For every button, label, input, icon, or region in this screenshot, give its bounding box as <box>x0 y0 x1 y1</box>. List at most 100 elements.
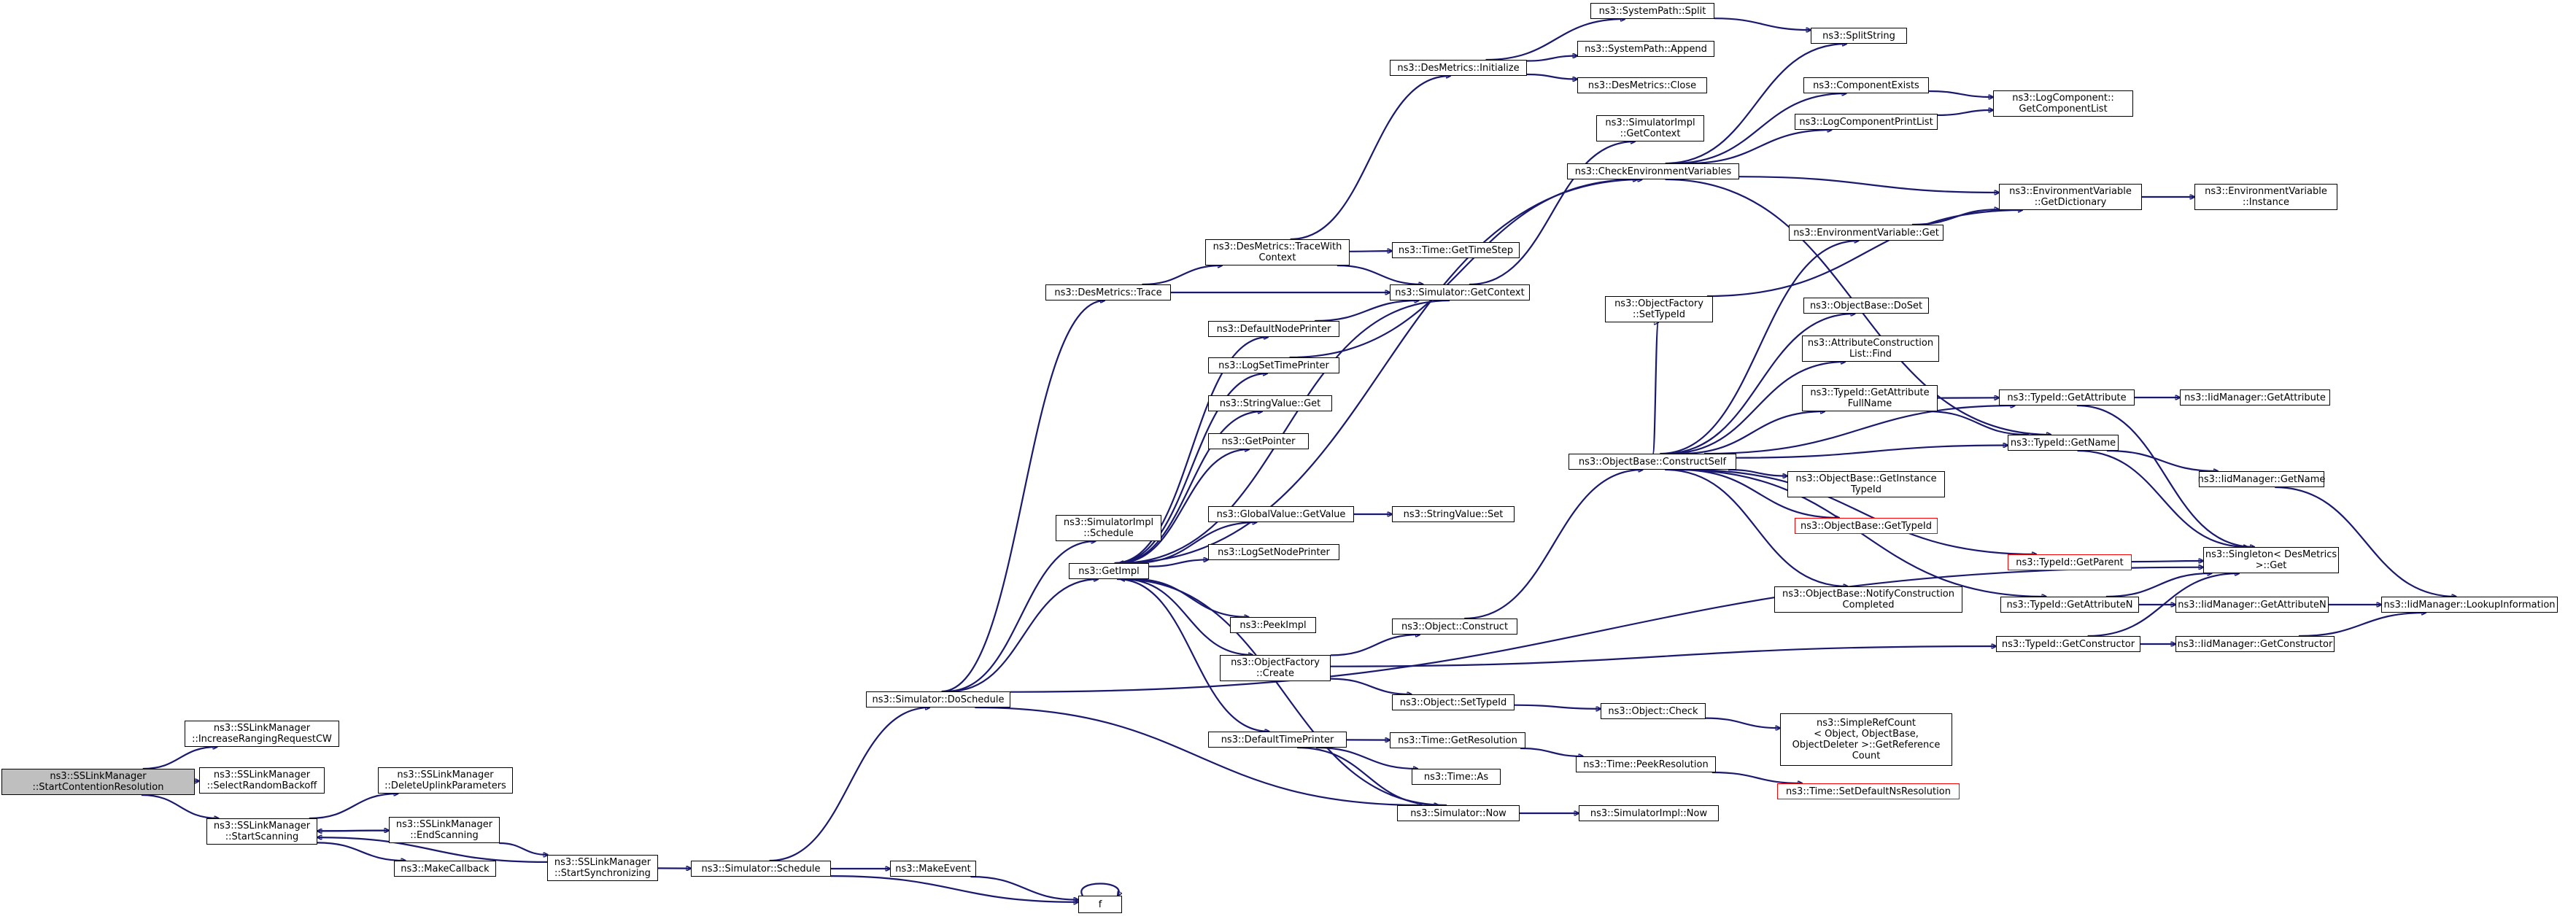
graph-node-dmtrace[interactable]: ns3::DesMetrics::Trace <box>1045 284 1171 300</box>
graph-node-compexists[interactable]: ns3::ComponentExists <box>1803 77 1929 93</box>
graph-node-ofsettid[interactable]: ns3::ObjectFactory ::SetTypeId <box>1605 296 1713 322</box>
graph-node-simimplsched[interactable]: ns3::SimulatorImpl ::Schedule <box>1056 515 1161 541</box>
graph-node-getptr[interactable]: ns3::GetPointer <box>1208 433 1309 449</box>
graph-node-objsettid[interactable]: ns3::Object::SetTypeId <box>1392 694 1515 710</box>
graph-node-objconstruct[interactable]: ns3::Object::Construct <box>1392 619 1517 635</box>
graph-node-gvgetval[interactable]: ns3::GlobalValue::GetValue <box>1208 506 1354 522</box>
graph-node-logcomppl[interactable]: ns3::LogComponentPrintList <box>1795 114 1938 130</box>
graph-node-tidgetattr[interactable]: ns3::TypeId::GetAttribute <box>1999 389 2135 406</box>
graph-node-dminit[interactable]: ns3::DesMetrics::Initialize <box>1390 60 1527 76</box>
edge-ofcreate-to-tidgetctor <box>1330 646 1996 667</box>
graph-node-timepeekres[interactable]: ns3::Time::PeekResolution <box>1576 756 1716 772</box>
graph-node-envgetdict[interactable]: ns3::EnvironmentVariable ::GetDictionary <box>1999 184 2142 210</box>
graph-node-peekimpl[interactable]: ns3::PeekImpl <box>1230 617 1316 633</box>
graph-node-iidgetattr[interactable]: ns3::IidManager::GetAttribute <box>2180 389 2330 406</box>
graph-node-iidlookup[interactable]: ns3::IidManager::LookupInformation <box>2381 597 2558 613</box>
graph-node-checkenv[interactable]: ns3::CheckEnvironmentVariables <box>1567 163 1739 179</box>
graph-node-mkev[interactable]: ns3::MakeEvent <box>890 861 976 877</box>
edge-getimpl-to-strvalget <box>1116 411 1263 565</box>
graph-node-ofcreate[interactable]: ns3::ObjectFactory ::Create <box>1220 655 1331 681</box>
graph-node-obgetinst[interactable]: ns3::ObjectBase::GetInstance TypeId <box>1787 471 1945 497</box>
graph-node-dosched[interactable]: ns3::Simulator::DoSchedule <box>866 691 1010 707</box>
edge-checkenv-to-logcomppl <box>1687 130 1832 165</box>
graph-node-tidgetparent[interactable]: ns3::TypeId::GetParent <box>2008 554 2132 570</box>
graph-node-sync[interactable]: ns3::SSLinkManager ::StartSynchronizing <box>547 855 658 881</box>
graph-node-sel[interactable]: ns3::SSLinkManager ::SelectRandomBackoff <box>199 767 325 794</box>
graph-node-start[interactable]: ns3::SSLinkManager ::StartScanning <box>206 818 317 845</box>
graph-node-timeas[interactable]: ns3::Time::As <box>1412 769 1501 785</box>
graph-node-del[interactable]: ns3::SSLinkManager ::DeleteUplinkParamet… <box>378 767 513 794</box>
graph-node-objcheck[interactable]: ns3::Object::Check <box>1601 703 1706 719</box>
edge-defnodepr-to-simgetctx <box>1315 300 1419 322</box>
graph-node-mkcb[interactable]: ns3::MakeCallback <box>394 861 496 877</box>
graph-node-deftimepr[interactable]: ns3::DefaultTimePrinter <box>1208 732 1347 748</box>
graph-node-logcompgcl[interactable]: ns3::LogComponent:: GetComponentList <box>1993 90 2133 117</box>
graph-node-envinst[interactable]: ns3::EnvironmentVariable ::Instance <box>2194 184 2337 210</box>
graph-node-iidgetctor[interactable]: ns3::IidManager::GetConstructor <box>2175 636 2335 652</box>
edge-getimpl-to-getptr <box>1118 449 1250 565</box>
edge-root-to-inc <box>142 747 217 770</box>
graph-node-simnow[interactable]: ns3::Simulator::Now <box>1397 805 1520 821</box>
graph-node-sched[interactable]: ns3::Simulator::Schedule <box>691 861 831 877</box>
edge-obconstruct-to-tidgetparent <box>1685 468 2037 554</box>
edge-getimpl-to-ofcreate <box>1122 578 1253 655</box>
graph-node-inc[interactable]: ns3::SSLinkManager ::IncreaseRangingRequ… <box>185 721 339 747</box>
edge-sched-to-f <box>830 875 1078 902</box>
graph-node-tidgetan[interactable]: ns3::TypeId::GetAttributeN <box>2000 597 2139 613</box>
edge-tidgetctor-to-singleton <box>2087 573 2240 637</box>
graph-node-ppappend[interactable]: ns3::SystemPath::Append <box>1577 41 1714 57</box>
graph-node-acfind[interactable]: ns3::AttributeConstruction List::Find <box>1802 336 1939 362</box>
graph-node-simimplctx[interactable]: ns3::SimulatorImpl ::GetContext <box>1596 115 1704 141</box>
edge-root-to-start <box>141 794 219 818</box>
edge-tidgetattr-to-singleton <box>2076 404 2255 547</box>
edge-obconstruct-to-obdoset <box>1663 314 1855 455</box>
edge-tidgetname-to-iidgetname <box>2106 449 2218 471</box>
edge-dosched-to-dmtrace <box>941 300 1105 693</box>
edge-dosched-to-getimpl <box>948 579 1099 693</box>
edge-getimpl-to-deftimepr <box>1116 578 1269 732</box>
graph-node-obconstruct[interactable]: ns3::ObjectBase::ConstructSelf <box>1569 454 1736 470</box>
graph-node-timestep[interactable]: ns3::Time::GetTimeStep <box>1392 242 1520 258</box>
graph-node-f[interactable]: f <box>1078 896 1122 913</box>
edge-getimpl-to-peekimpl <box>1133 578 1248 617</box>
graph-node-envget[interactable]: ns3::EnvironmentVariable::Get <box>1789 225 1943 241</box>
edge-simnow-to-getimpl <box>1121 579 1447 807</box>
graph-node-strvalset[interactable]: ns3::StringValue::Set <box>1392 506 1515 522</box>
graph-node-simgetctx[interactable]: ns3::Simulator::GetContext <box>1390 284 1530 300</box>
graph-node-simimplnow[interactable]: ns3::SimulatorImpl::Now <box>1579 805 1719 821</box>
graph-node-obnotify[interactable]: ns3::ObjectBase::NotifyConstruction Comp… <box>1774 586 1962 613</box>
graph-node-srcgetref[interactable]: ns3::SimpleRefCount < Object, ObjectBase… <box>1780 713 1952 766</box>
graph-node-tidgetctor[interactable]: ns3::TypeId::GetConstructor <box>1996 636 2140 652</box>
graph-node-tidgafn[interactable]: ns3::TypeId::GetAttribute FullName <box>1802 385 1938 411</box>
edge-getimpl-to-checkenv <box>1119 179 1642 565</box>
edge-obconstruct-to-tidgetname <box>1736 446 2008 459</box>
graph-node-obgettid[interactable]: ns3::ObjectBase::GetTypeId <box>1795 518 1938 534</box>
graph-node-logsettime[interactable]: ns3::LogSetTimePrinter <box>1208 357 1339 373</box>
graph-node-iidgetname[interactable]: ns3::IidManager::GetName <box>2198 471 2325 487</box>
graph-node-strvalget[interactable]: ns3::StringValue::Get <box>1208 395 1332 411</box>
edge-tidgafn-to-tidgetname <box>1927 410 2028 435</box>
graph-node-singleton[interactable]: ns3::Singleton< DesMetrics >::Get <box>2203 547 2339 573</box>
graph-node-getimpl[interactable]: ns3::GetImpl <box>1069 563 1149 579</box>
edge-checkenv-to-compexists <box>1673 93 1846 165</box>
graph-node-defnodepr[interactable]: ns3::DefaultNodePrinter <box>1208 321 1339 337</box>
graph-node-timegetres[interactable]: ns3::Time::GetResolution <box>1390 732 1525 748</box>
graph-node-root[interactable]: ns3::SSLinkManager ::StartContentionReso… <box>1 769 195 795</box>
edge-logcomppl-to-logcompgcl <box>1937 110 1993 116</box>
graph-node-sppsplit[interactable]: ns3::SystemPath::Split <box>1590 3 1714 19</box>
graph-node-logsetnode[interactable]: ns3::LogSetNodePrinter <box>1208 544 1339 560</box>
graph-node-dmtracectx[interactable]: ns3::DesMetrics::TraceWith Context <box>1205 239 1350 265</box>
edge-simgetctx-to-simimplctx <box>1469 141 1635 286</box>
graph-node-dmclose[interactable]: ns3::DesMetrics::Close <box>1577 77 1707 93</box>
edge-dmtracectx-to-timestep <box>1349 251 1392 252</box>
edge-f-to-f <box>1080 883 1118 896</box>
graph-node-iidgetan[interactable]: ns3::IidManager::GetAttributeN <box>2175 597 2329 613</box>
edge-timepeekres-to-timesetdef <box>1711 771 1803 783</box>
graph-node-tidgetname[interactable]: ns3::TypeId::GetName <box>2008 435 2119 451</box>
graph-node-obdoset[interactable]: ns3::ObjectBase::DoSet <box>1803 298 1929 314</box>
graph-node-end[interactable]: ns3::SSLinkManager ::EndScanning <box>389 817 500 843</box>
graph-node-splitstr[interactable]: ns3::SplitString <box>1811 28 1907 44</box>
graph-node-timesetdef[interactable]: ns3::Time::SetDefaultNsResolution <box>1777 783 1960 799</box>
